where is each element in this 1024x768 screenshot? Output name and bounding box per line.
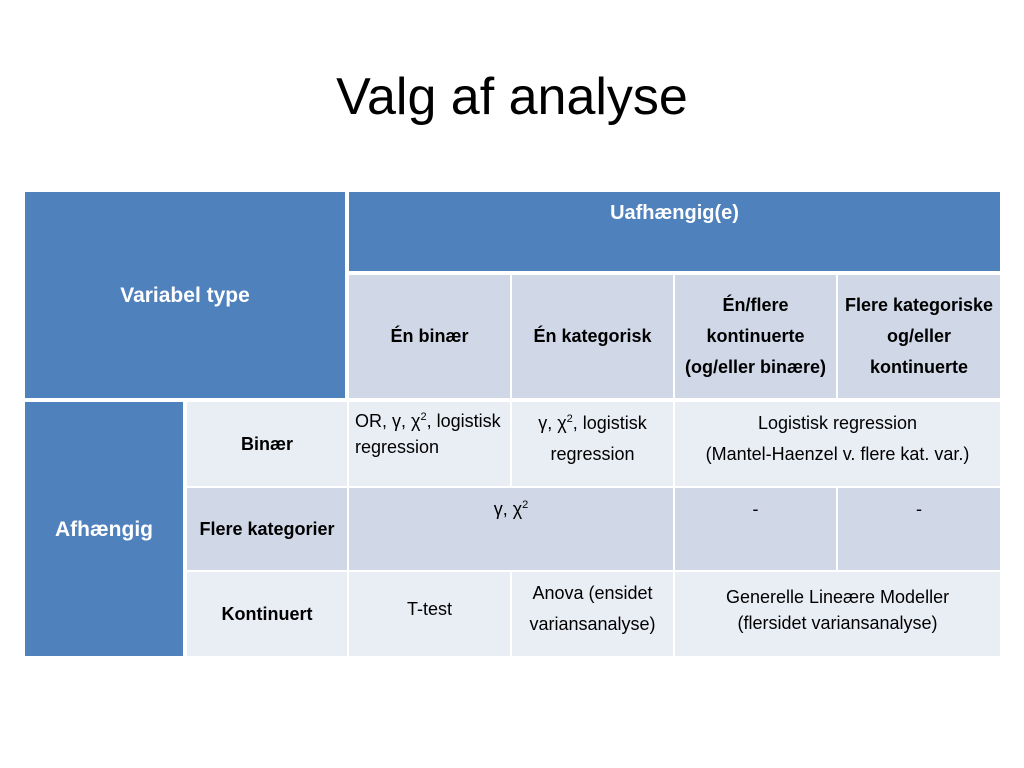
cell-line: (flersidet variansanalyse): [737, 613, 938, 633]
cell-text: , logistisk regression: [550, 413, 647, 464]
row-label-binary: Binær: [186, 401, 349, 487]
row-label-multiple-categories: Flere kategorier: [186, 487, 349, 571]
cell-binary-continuous-multiple: Logistisk regression (Mantel-Haenzel v. f…: [674, 401, 1002, 487]
cell-continuous-continuous-multiple: Generelle Lineære Modeller (flersidet var…: [674, 571, 1002, 657]
cell-text: , logistisk regression: [355, 411, 501, 457]
independent-header: Uafhængig(e): [348, 191, 1002, 274]
cell-text: γ, χ: [538, 413, 567, 433]
cell-continuous-one-binary: T-test: [348, 571, 512, 657]
cell-text: OR, γ, χ: [355, 411, 421, 431]
row-label-continuous: Kontinuert: [186, 571, 349, 657]
cell-line: (Mantel-Haenzel v. flere kat. var.): [705, 444, 970, 464]
cell-categories-binary-categorical: γ, χ2: [348, 487, 675, 571]
superscript: 2: [566, 413, 573, 425]
cell-line: Generelle Lineære Modeller: [725, 587, 950, 607]
cell-categories-multiple: -: [837, 487, 1002, 571]
column-header-one-categorical: Én kategorisk: [511, 274, 675, 401]
superscript: 2: [420, 411, 427, 423]
cell-categories-continuous: -: [674, 487, 838, 571]
cell-text: γ, χ: [493, 499, 523, 519]
cell-binary-one-binary: OR, γ, χ2, logistisk regression: [348, 401, 512, 487]
cell-continuous-one-categorical: Anova (ensidet variansanalyse): [511, 571, 675, 657]
cell-line: Logistisk regression: [757, 413, 918, 433]
dependent-header: Afhængig: [24, 401, 186, 657]
cell-binary-one-categorical: γ, χ2, logistisk regression: [511, 401, 675, 487]
column-header-one-binary: Én binær: [348, 274, 512, 401]
variable-type-header: Variabel type: [24, 191, 349, 401]
slide-title: Valg af analyse: [336, 68, 688, 126]
superscript: 2: [522, 499, 529, 511]
column-header-continuous: Én/flere kontinuerte (og/eller binære): [674, 274, 838, 401]
column-header-multiple: Flere kategoriske og/eller kontinuerte: [837, 274, 1002, 401]
analysis-table: Variabel type Uafhængig(e) Én binær Én k…: [24, 191, 1002, 657]
